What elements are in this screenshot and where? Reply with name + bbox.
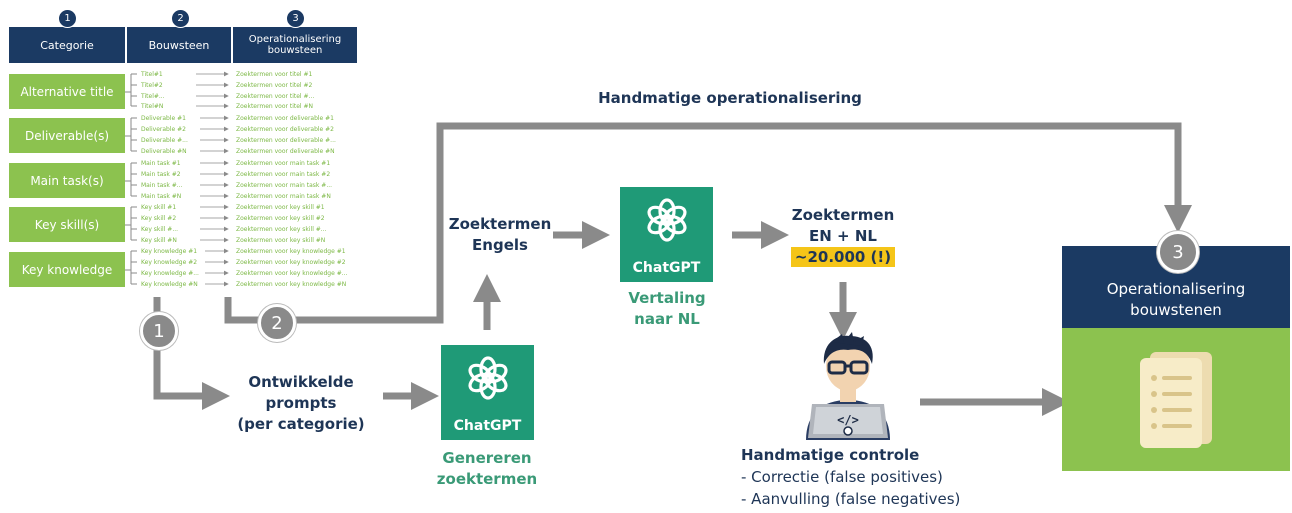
operationalisering-item: Zoektermen voor key knowledge #N <box>236 281 347 288</box>
operationalisering-item: Zoektermen voor deliverable #2 <box>236 126 335 133</box>
bouwsteen-item: Titel#1 <box>141 71 163 78</box>
header-number-1: 1 <box>58 9 77 28</box>
bouwsteen-item: Key knowledge #1 <box>141 248 198 255</box>
count-badge: ~20.000 (!) <box>790 247 896 267</box>
result-line-2: bouwstenen <box>1130 301 1222 319</box>
genereren-label: Genereren zoektermen <box>412 448 562 490</box>
developer-icon: </> <box>806 332 890 440</box>
header-operationalisering: Operationalisering bouwsteen <box>233 27 357 63</box>
bouwsteen-item: Main task #... <box>141 182 183 189</box>
chatgpt-label: ChatGPT <box>453 418 522 434</box>
operationalisering-item: Zoektermen voor main task #2 <box>236 171 331 178</box>
ontwikkelde-line-3: (per categorie) <box>237 415 365 433</box>
ontwikkelde-prompts-label: Ontwikkelde prompts (per categorie) <box>226 372 376 435</box>
handmatige-operationalisering-label: Handmatige operationalisering <box>598 89 862 107</box>
header-operationalisering-label: Operationalisering bouwsteen <box>248 34 342 56</box>
bouwsteen-item: Key knowledge #... <box>141 270 199 277</box>
vertaling-line-1: Vertaling <box>628 289 706 307</box>
zoektermen-en-nl-line-2: EN + NL <box>809 227 877 245</box>
operationalisering-item: Zoektermen voor key skill #N <box>236 237 326 244</box>
operationalisering-item: Zoektermen voor key skill #1 <box>236 204 325 211</box>
step-3-marker: 3 <box>1157 231 1199 273</box>
bouwsteen-item: Key knowledge #2 <box>141 259 198 266</box>
operationalisering-item: Zoektermen voor titel #N <box>236 103 314 110</box>
bouwsteen-item: Main task #2 <box>141 171 181 178</box>
operationalisering-item: Zoektermen voor key skill #2 <box>236 215 325 222</box>
category-key-skills: Key skill(s) <box>9 207 125 242</box>
operationalisering-item: Zoektermen voor main task #N <box>236 193 331 200</box>
category-alternative-title: Alternative title <box>9 74 125 109</box>
operationalisering-item: Zoektermen voor main task #1 <box>236 160 331 167</box>
controle-item-aanvulling: - Aanvulling (false negatives) <box>741 490 961 508</box>
operationalisering-item: Zoektermen voor deliverable #N <box>236 148 335 155</box>
bouwsteen-item: Titel#2 <box>141 82 163 89</box>
header-bouwsteen: Bouwsteen <box>127 27 231 63</box>
zoektermen-engels-line-1: Zoektermen <box>448 215 552 233</box>
chatgpt-box-translate: ChatGPT <box>620 187 713 282</box>
vertaling-label: Vertaling naar NL <box>592 288 742 330</box>
bouwsteen-item: Key skill #N <box>141 237 177 244</box>
controle-item-correctie: - Correctie (false positives) <box>741 468 943 486</box>
category-key-knowledge: Key knowledge <box>9 252 125 287</box>
zoektermen-en-nl-line-1: Zoektermen <box>791 206 895 224</box>
category-main-tasks: Main task(s) <box>9 163 125 198</box>
openai-logo-icon <box>647 198 687 242</box>
bouwsteen-item: Titel#N <box>141 103 164 110</box>
bouwsteen-item: Titel#... <box>141 93 165 100</box>
header-bouwsteen-label: Bouwsteen <box>148 38 210 52</box>
bouwsteen-item: Key skill #1 <box>141 204 177 211</box>
header-number-3: 3 <box>286 9 305 28</box>
header-categorie: Categorie <box>9 27 125 63</box>
ontwikkelde-line-2: prompts <box>265 394 337 412</box>
header-number-2: 2 <box>171 9 190 28</box>
operationalisering-item: Zoektermen voor titel #... <box>236 93 315 100</box>
zoektermen-en-nl-label: Zoektermen EN + NL ~20.000 (!) <box>773 205 913 268</box>
chatgpt-label: ChatGPT <box>632 260 701 276</box>
operationalisering-item: Zoektermen voor titel #2 <box>236 82 313 89</box>
bouwsteen-item: Key knowledge #N <box>141 281 198 288</box>
ontwikkelde-line-1: Ontwikkelde <box>248 373 354 391</box>
zoektermen-engels-line-2: Engels <box>472 236 528 254</box>
chatgpt-box-generate: ChatGPT <box>441 345 534 440</box>
result-line-1: Operationalisering <box>1106 280 1246 298</box>
vertaling-line-2: naar NL <box>634 310 700 328</box>
step-1-marker: 1 <box>140 312 178 350</box>
operationalisering-item: Zoektermen voor titel #1 <box>236 71 313 78</box>
genereren-line-1: Genereren <box>442 449 532 467</box>
handmatige-controle: Handmatige controle - Correctie (false p… <box>741 444 1011 510</box>
operationalisering-item: Zoektermen voor key skill #... <box>236 226 327 233</box>
operationalisering-item: Zoektermen voor key knowledge #2 <box>236 259 346 266</box>
zoektermen-engels-label: Zoektermen Engels <box>430 214 570 256</box>
bouwsteen-item: Deliverable #2 <box>141 126 186 133</box>
step-2-marker: 2 <box>258 304 296 342</box>
operationalisering-item: Zoektermen voor key knowledge #... <box>236 270 348 277</box>
operationalisering-item: Zoektermen voor deliverable #... <box>236 137 336 144</box>
bouwsteen-item: Main task #N <box>141 193 182 200</box>
bouwsteen-item: Deliverable #N <box>141 148 187 155</box>
bouwsteen-item: Deliverable #1 <box>141 115 186 122</box>
svg-text:</>: </> <box>837 413 859 427</box>
header-categorie-label: Categorie <box>40 38 94 52</box>
bouwsteen-item: Main task #1 <box>141 160 181 167</box>
handmatige-controle-title: Handmatige controle <box>741 446 920 464</box>
genereren-line-2: zoektermen <box>436 470 538 488</box>
bouwsteen-item: Key skill #2 <box>141 215 177 222</box>
bouwsteen-item: Key skill #... <box>141 226 179 233</box>
operationalisering-item: Zoektermen voor main task #... <box>236 182 333 189</box>
openai-logo-icon <box>468 356 508 400</box>
category-deliverables: Deliverable(s) <box>9 118 125 153</box>
operationalisering-item: Zoektermen voor key knowledge #1 <box>236 248 346 255</box>
operationalisering-item: Zoektermen voor deliverable #1 <box>236 115 335 122</box>
result-box: Operationalisering bouwstenen <box>1062 246 1290 471</box>
document-list-icon <box>1140 352 1212 448</box>
bouwsteen-item: Deliverable #... <box>141 137 188 144</box>
